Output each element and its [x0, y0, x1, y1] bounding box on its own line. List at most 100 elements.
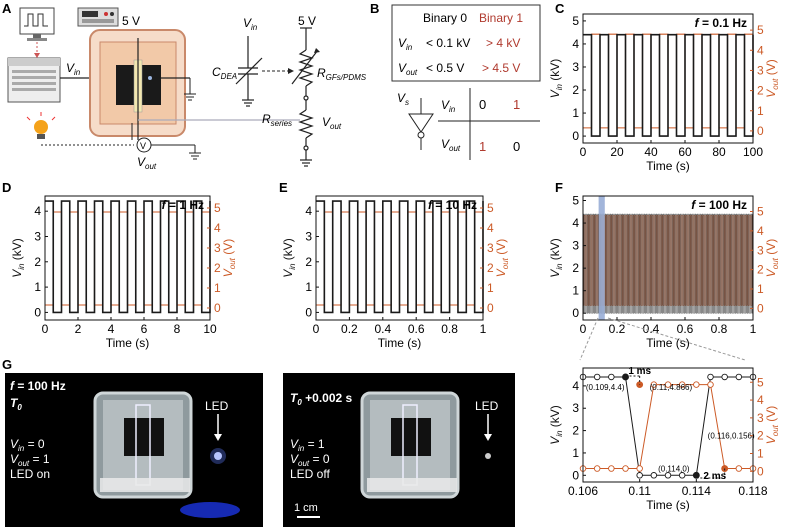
y-right-axis-label: Vout (V) [764, 406, 780, 444]
y-left-tick-label: 0 [572, 306, 579, 320]
x-tick-label: 100 [743, 145, 763, 159]
chart-title: f = 100 Hz [691, 198, 747, 212]
x-tick-label: 2 [75, 322, 82, 336]
vout-state-left: Vout = 1 [10, 452, 50, 468]
panel-f-letter: F [555, 180, 563, 195]
y-left-tick-label: 4 [34, 204, 41, 218]
y-right-tick-label: 2 [757, 263, 764, 277]
led-lit [214, 452, 222, 460]
y-right-tick-label: 0 [757, 301, 764, 315]
y-left-tick-label: 1 [572, 446, 579, 460]
vout-point [636, 465, 643, 472]
y-left-tick-label: 0 [572, 468, 579, 482]
x-axis-label: Time (s) [106, 336, 150, 350]
x-tick-label: 4 [108, 322, 115, 336]
panel-b: B Binary 0 Binary 1 Vin < 0.1 kV > 4 kV … [370, 1, 541, 160]
x-tick-label: 0.2 [609, 322, 626, 336]
panel-g: G f = 100 Hz T0 Vin = 0 Vout = 1 LED on … [2, 357, 515, 527]
truth-vout-0: 1 [479, 139, 486, 154]
y-right-tick-label: 0 [757, 464, 764, 478]
x-tick-label: 40 [644, 145, 658, 159]
amplifier-icon [7, 57, 61, 103]
photo-led-off: T0 +0.002 s Vin = 1 Vout = 0 LED off LED… [283, 373, 515, 527]
vin-point [721, 373, 728, 381]
vin-point [664, 472, 672, 479]
led-label-left: LED [205, 399, 229, 413]
x-axis-label: Time (s) [378, 336, 422, 350]
scale-bar-label: 1 cm [294, 502, 318, 514]
dea-device-schematic [89, 29, 300, 140]
x-tick-label: 10 [203, 322, 217, 336]
y-left-tick-label: 2 [572, 424, 579, 438]
y-right-tick-label: 3 [214, 241, 221, 255]
truth-vin-label: Vin [441, 98, 456, 114]
y-right-tick-label: 2 [214, 261, 221, 275]
y-right-tick-label: 1 [757, 282, 764, 296]
y-left-axis-label: Vin (kV) [548, 59, 564, 99]
five-volt-right: 5 V [298, 14, 316, 28]
binary-1-header: Binary 1 [479, 11, 523, 25]
ground-symbol-meter [189, 145, 201, 160]
row-vout-label: Vout [398, 61, 418, 77]
x-tick-label: 80 [712, 145, 726, 159]
annotation-label: (0.116,0.156) [708, 432, 755, 441]
x-tick-label: 0.106 [568, 484, 598, 498]
y-right-axis-label: Vout (V) [494, 239, 510, 277]
y-right-tick-label: 0 [214, 301, 221, 315]
y-right-tick-label: 4 [757, 393, 764, 407]
y-right-tick-label: 2 [757, 429, 764, 443]
svg-text:V: V [140, 141, 146, 151]
x-tick-label: 0.6 [408, 322, 425, 336]
vin-point [678, 472, 686, 479]
y-left-tick-label: 3 [572, 60, 579, 74]
y-right-tick-label: 4 [487, 221, 494, 235]
panel-c-letter: C [555, 1, 565, 16]
x-tick-label: 0.8 [441, 322, 458, 336]
binary-table [391, 4, 541, 82]
vin-top-label: Vin [243, 16, 258, 32]
y-left-tick-label: 0 [572, 129, 579, 143]
vout-binary-1: > 4.5 V [482, 61, 520, 75]
y-right-tick-label: 4 [757, 43, 764, 57]
annotation-label: (0.114,0) [658, 464, 690, 473]
y-right-tick-label: 3 [757, 243, 764, 257]
five-volt-label: 5 V [122, 14, 140, 28]
y-left-tick-label: 1 [305, 280, 312, 294]
vin-point [735, 373, 743, 381]
panel-g-letter: G [2, 357, 12, 372]
ground-symbol [184, 78, 196, 101]
resistor-network [291, 27, 319, 167]
y-left-tick-label: 2 [305, 255, 312, 269]
x-axis-label: Time (s) [646, 336, 690, 350]
highlight-band [598, 196, 605, 320]
y-right-tick-label: 4 [214, 221, 221, 235]
inverter-gate-icon [408, 98, 434, 150]
led-state-left: LED on [10, 467, 50, 481]
vs-label: Vs [397, 91, 409, 107]
vin-state-left: Vin = 0 [10, 437, 45, 453]
truth-vout-1: 0 [513, 139, 520, 154]
annotation-label: (0.109,4.4) [586, 383, 625, 392]
panel-d-letter: D [2, 180, 11, 195]
vout-series-line [583, 384, 753, 470]
vout-point [608, 465, 615, 472]
vin-point [650, 472, 658, 479]
panel-b-letter: B [370, 1, 379, 16]
freq-label-g: f = 100 Hz [10, 379, 66, 393]
y-right-axis-label: Vout (V) [764, 59, 780, 97]
vout-point [622, 465, 629, 472]
photo-led-on: f = 100 Hz T0 Vin = 0 Vout = 1 LED on LE… [5, 373, 263, 527]
binary-0-header: Binary 0 [423, 11, 467, 25]
y-left-axis-label: Vin (kV) [10, 238, 26, 278]
row-vin-label: Vin [398, 36, 413, 52]
truth-vout-label: Vout [441, 137, 461, 153]
x-axis-label: Time (s) [646, 159, 690, 173]
vin-series-line [45, 200, 211, 314]
y-left-tick-label: 5 [572, 194, 579, 208]
y-left-axis-label: Vin (kV) [548, 405, 564, 445]
x-tick-label: 0 [580, 145, 587, 159]
vout-label-a: Vout [137, 155, 157, 171]
x-tick-label: 1 [480, 322, 487, 336]
